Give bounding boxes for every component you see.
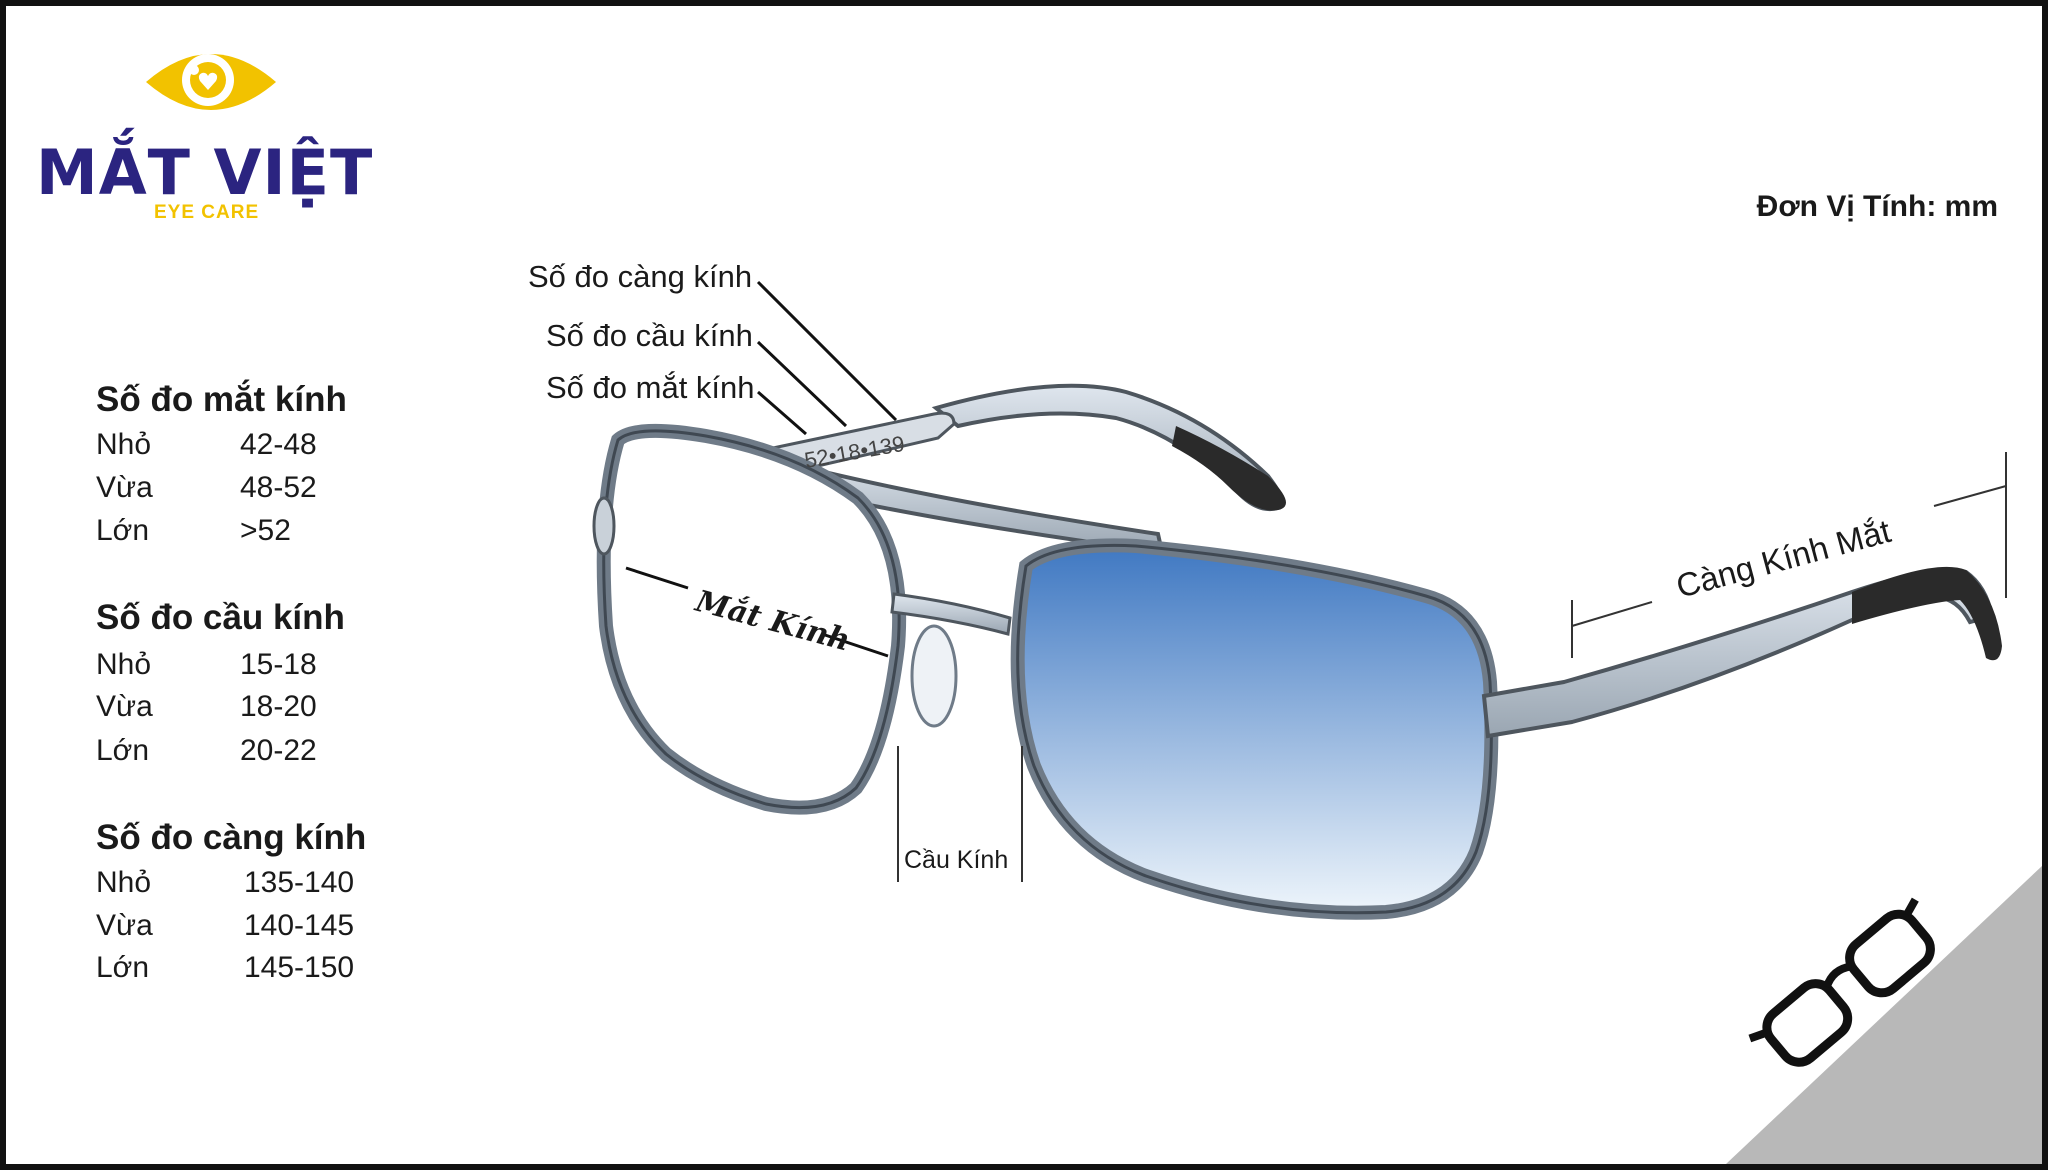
bridge-callout-line xyxy=(756,340,848,428)
temple-callout-line xyxy=(756,280,898,422)
corner-decoration xyxy=(1726,866,2042,1164)
brand-tagline: EYE CARE xyxy=(154,202,260,223)
row-value: 18-20 xyxy=(240,690,317,723)
row-label: Lớn xyxy=(96,951,150,984)
near-temple-tip xyxy=(1852,566,2002,661)
row-label: Vừa xyxy=(96,690,153,723)
left-nose-pad xyxy=(910,624,958,728)
row-label: Vừa xyxy=(96,909,153,942)
lens-width-line xyxy=(821,632,889,658)
row-value: 140-145 xyxy=(244,909,355,942)
row-label: Nhỏ xyxy=(96,866,152,899)
row-value: 135-140 xyxy=(244,866,355,899)
row-value: 48-52 xyxy=(240,471,317,504)
corner-triangle xyxy=(1726,866,2042,1164)
eyeglasses-icon xyxy=(1748,897,1935,1067)
bridge-width-label: Cầu Kính xyxy=(904,846,1008,874)
table-title: Số đo cầu kính xyxy=(96,598,345,637)
unit-note: Đơn Vị Tính: mm xyxy=(1756,190,1998,223)
row-value: >52 xyxy=(240,514,291,547)
row-label: Lớn xyxy=(96,514,150,547)
row-label: Lớn xyxy=(96,734,150,767)
brand-name: MẮT VIỆT xyxy=(36,136,374,209)
row-value: 15-18 xyxy=(240,648,317,681)
lens-callout-line xyxy=(757,390,807,436)
row-value: 20-22 xyxy=(240,734,317,767)
temple-dim-line xyxy=(1571,601,1653,627)
row-label: Nhỏ xyxy=(96,648,152,681)
row-label: Nhỏ xyxy=(96,428,152,461)
far-temple-tip xyxy=(1172,426,1286,511)
lens-width-line xyxy=(625,566,689,590)
glasses-diagram: 52•18•139 Số đo càng kính Số đo cầu kính… xyxy=(528,259,2007,920)
table-title: Số đo càng kính xyxy=(96,818,367,857)
row-value: 145-150 xyxy=(244,951,355,984)
row-value: 42-48 xyxy=(240,428,317,461)
temple-dim-line xyxy=(1933,485,2007,507)
table-title: Số đo mắt kính xyxy=(96,380,347,419)
eye-logo-icon xyxy=(146,54,276,110)
left-lens-rim-edge xyxy=(602,429,901,810)
bridge xyxy=(890,592,1012,636)
right-lens-rim-edge xyxy=(1016,543,1493,915)
temple-callout: Số đo càng kính xyxy=(528,259,752,294)
lens-callout: Số đo mắt kính xyxy=(546,370,755,405)
bridge-callout: Số đo cầu kính xyxy=(546,318,753,353)
row-label: Vừa xyxy=(96,471,153,504)
left-hinge xyxy=(592,496,616,556)
